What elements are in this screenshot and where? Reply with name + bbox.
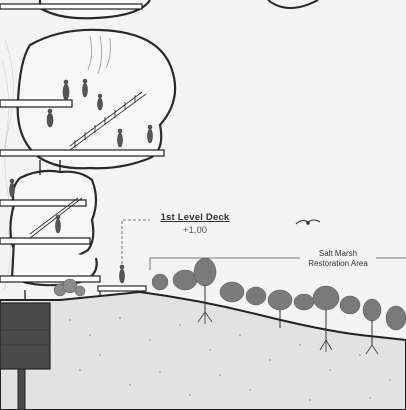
- deck-leader-line: [121, 219, 150, 264]
- ground-texture: [69, 317, 391, 401]
- marsh-label-line2: Restoration Area: [300, 259, 376, 268]
- deck-title: 1st Level Deck: [160, 212, 230, 223]
- ground-section: [0, 290, 406, 410]
- people: [9, 78, 153, 284]
- stairs: [29, 91, 147, 239]
- marsh-leader-line: [149, 257, 406, 270]
- marsh-trunks: [204, 285, 373, 345]
- foundation-block: [0, 302, 51, 410]
- deck-elevation: +1.00: [182, 225, 208, 236]
- piers: [24, 160, 61, 300]
- marsh-label-line1: Salt Marsh: [300, 249, 376, 258]
- base-foliage: [53, 278, 86, 297]
- bird-icon: [295, 219, 321, 225]
- marsh-trees: [151, 257, 406, 331]
- upper-structure-arc: [267, 0, 319, 9]
- marsh-roots: [197, 311, 379, 355]
- floor-slabs: [0, 3, 165, 283]
- pod-upper: [16, 28, 177, 170]
- hanging-plants: [87, 35, 111, 75]
